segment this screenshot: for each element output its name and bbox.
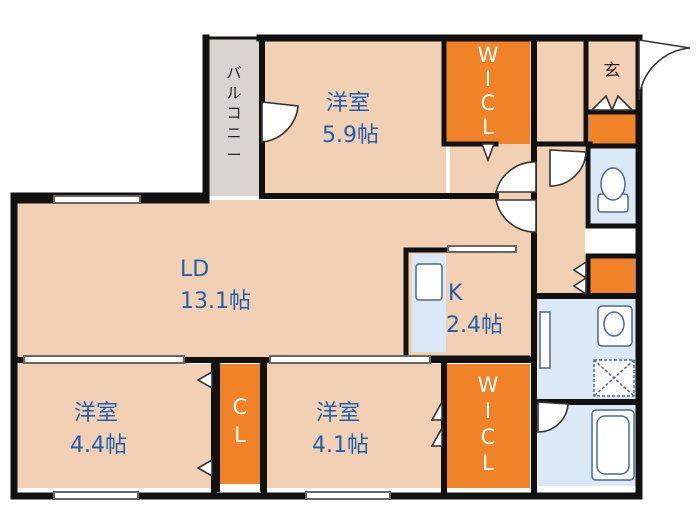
balcony-floor: [208, 38, 260, 196]
bedroom-left-name: 洋室: [74, 401, 118, 426]
doors: [196, 39, 691, 478]
entrance-label: 玄: [604, 61, 621, 81]
sink-icon: [597, 305, 633, 347]
washbasin-icon: [539, 311, 551, 369]
door-toilet: [549, 149, 587, 187]
toilet-icon: [597, 167, 629, 213]
door-linen-a: [572, 260, 587, 280]
linen-closet-floor: [589, 258, 635, 294]
door-shoe-b: [610, 94, 634, 111]
bedroom-top-size: 5.9帖: [322, 123, 379, 148]
room-labels: 洋室 5.9帖 LD 13.1帖 K 2.4帖 洋室 4.4帖 洋室 4.1帖: [70, 91, 503, 458]
cl-letter-1: C: [233, 395, 248, 419]
window-bed-mid-top: [269, 355, 431, 364]
balcony-char-5: ー: [226, 146, 241, 164]
wic-top-floor: [446, 40, 530, 144]
wic-bottom-floor: [446, 364, 530, 488]
living-name: LD: [180, 257, 209, 282]
bedroom-top-name: 洋室: [326, 91, 370, 116]
fridge-icon: [415, 263, 443, 301]
balcony-char-4: ニ: [226, 124, 241, 142]
door-cl-b: [196, 458, 213, 478]
window-bed-left-top: [23, 355, 185, 364]
bedroom-mid-floor: [266, 364, 442, 488]
shoe-closet-floor: [589, 112, 637, 146]
wic-top-letter-3: C: [481, 91, 496, 115]
cl-floor: [218, 364, 260, 484]
wic-bottom-letter-4: L: [482, 451, 494, 475]
wic-top-letter-1: W: [478, 43, 499, 67]
wic-bottom-letter-3: C: [481, 425, 496, 449]
living-size: 13.1帖: [180, 289, 251, 314]
bedroom-left-size: 4.4帖: [70, 433, 127, 458]
windows: [23, 195, 517, 500]
entrance-floor: [585, 40, 637, 110]
interior-wall-b: [441, 37, 593, 147]
door-washroom: [537, 401, 569, 433]
door-shoe-a: [590, 94, 614, 111]
window-bed-mid-bottom: [305, 491, 391, 500]
balcony-char-1: バ: [226, 64, 241, 82]
kitchen-name: K: [448, 281, 463, 306]
bedroom-mid-name: 洋室: [316, 401, 360, 426]
door-bedroom-top: [494, 161, 537, 193]
fixtures: [415, 167, 635, 481]
door-entrance: [638, 39, 691, 101]
window-kitchen: [447, 245, 517, 253]
wic-top-letter-2: I: [485, 67, 491, 91]
bedroom-left-floor: [16, 364, 212, 488]
bathtub-icon: [591, 409, 635, 481]
washer-icon: [593, 359, 635, 397]
door-wic-bottom: [430, 398, 443, 421]
balcony-char-3: コ: [226, 104, 241, 122]
window-bed-left-bottom: [53, 491, 139, 500]
wic-bottom-letter-2: I: [485, 399, 491, 423]
wic-top-letter-4: L: [482, 115, 494, 139]
kitchen-size: 2.4帖: [446, 313, 503, 338]
door-cl-a: [196, 370, 213, 390]
balcony-char-2: ル: [226, 84, 241, 102]
lower-inner: [216, 360, 264, 492]
closet-labels: W I C L W I C L C L: [233, 43, 499, 475]
door-wic-top: [480, 143, 496, 163]
window-living: [53, 195, 141, 204]
interior-wall-c: [585, 109, 642, 299]
wic-bottom-letter-1: W: [478, 373, 499, 397]
door-balcony: [261, 101, 299, 143]
door-wic-bottom-b: [430, 424, 443, 447]
bedroom-mid-size: 4.1帖: [312, 433, 369, 458]
door-hall: [495, 199, 537, 233]
balcony-label: バ ル コ ニ ー: [226, 64, 241, 164]
cl-letter-2: L: [234, 423, 246, 447]
door-linen-b: [572, 276, 587, 296]
